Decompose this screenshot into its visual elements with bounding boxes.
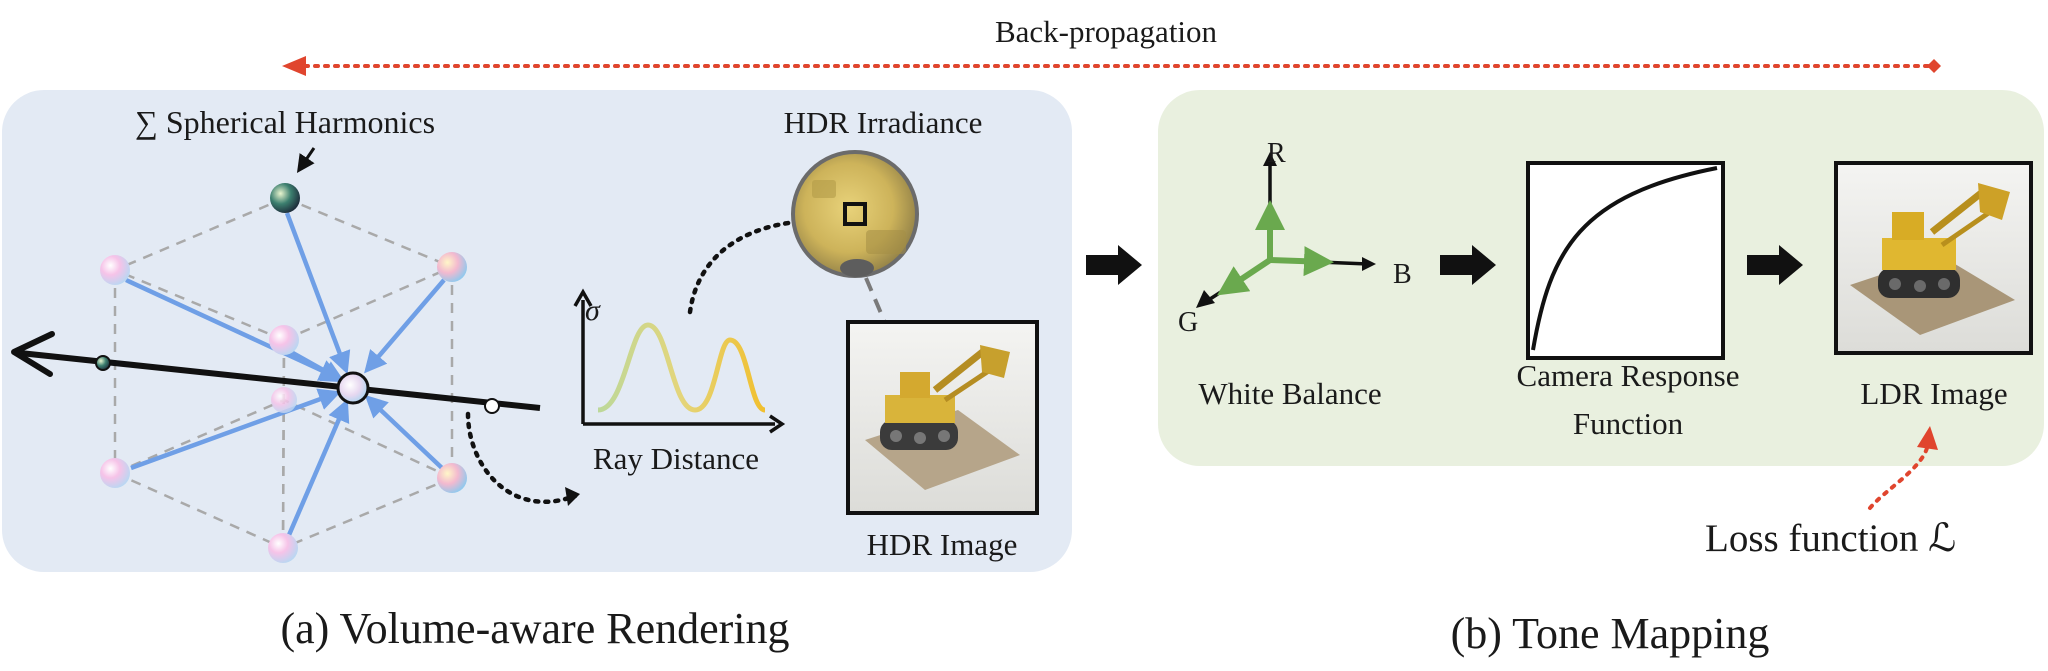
wb-to-crf-arrow: [1440, 245, 1496, 285]
caption-b: (b) Tone Mapping: [1451, 609, 1770, 658]
caption-a: (a) Volume-aware Rendering: [280, 604, 789, 653]
white-balance-axes: [1196, 152, 1376, 308]
ray-distance-label: Ray Distance: [593, 441, 759, 476]
sh-pointer-arrow: [296, 147, 316, 173]
hdr-image-label: HDR Image: [867, 527, 1018, 562]
crf-to-ldr-arrow: [1747, 245, 1803, 285]
ray-sample-point-near: [95, 355, 111, 371]
irradiance-pixel-box: [843, 202, 867, 226]
ray-to-density-arrowhead: [565, 487, 580, 506]
sh-corner-spheres: [100, 183, 467, 563]
sh-label: ∑ Spherical Harmonics: [135, 104, 435, 140]
backprop-label: Back-propagation: [995, 14, 1218, 49]
interpolated-sample-point: [336, 371, 370, 405]
crf-label-line2: Function: [1573, 406, 1684, 441]
sh-interpolation-arrows: [125, 212, 446, 536]
density-curve: [597, 322, 766, 413]
ray-to-density-arrow: [465, 411, 578, 504]
ray-sample-point-far: [484, 398, 500, 414]
voxel-cube: [113, 196, 454, 550]
camera-response-curve-box: [1526, 161, 1725, 360]
loss-arrowhead: [1917, 426, 1938, 450]
hdr-image: [846, 320, 1039, 515]
loss-label: Loss function ℒ: [1705, 517, 1956, 560]
loss-arrow: [1868, 446, 1929, 510]
sigma-label: σ: [585, 294, 601, 327]
panel-transition-arrow: [1086, 245, 1142, 285]
ldr-image-label: LDR Image: [1860, 376, 2007, 411]
axis-g-label: G: [1178, 307, 1198, 338]
camera-ray: [11, 331, 541, 414]
hdr-irradiance-label: HDR Irradiance: [784, 105, 983, 140]
axis-b-label: B: [1393, 259, 1412, 290]
density-plot: [573, 288, 786, 434]
hdr-irradiance-zoom: [791, 150, 919, 278]
crf-label-line1: Camera Response: [1517, 358, 1740, 393]
axis-r-label: R: [1267, 138, 1286, 169]
backprop-arrow: [282, 56, 1941, 76]
ldr-image: [1834, 161, 2033, 355]
white-balance-label: White Balance: [1198, 376, 1381, 411]
